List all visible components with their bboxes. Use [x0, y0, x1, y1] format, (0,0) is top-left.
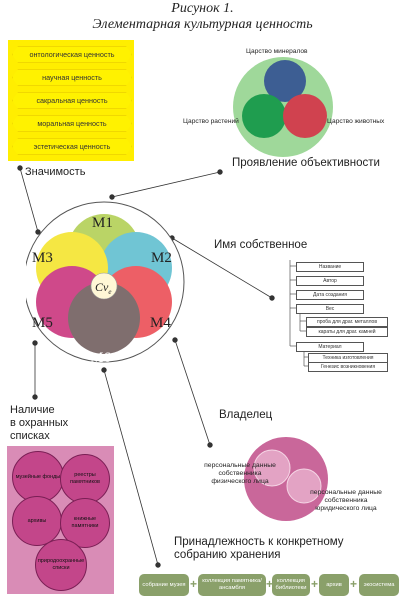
value-aesthetic: эстетическая ценность: [12, 138, 132, 155]
protection-label-line2: в охранных: [10, 417, 69, 429]
plus-icon: +: [311, 577, 319, 591]
value-ontological: онтологическая ценность: [12, 46, 132, 63]
value-moral: моральная ценность: [12, 115, 132, 132]
core-center-label: Cve: [95, 280, 111, 296]
m1-label: M1: [92, 215, 113, 231]
protection-panel: музейные фонды реестры памятников архивы…: [7, 446, 114, 594]
tree-material: Материал: [296, 342, 364, 352]
protection-label-line1: Наличие: [10, 404, 55, 416]
kingdom-animals-label: Царство животных: [327, 118, 385, 125]
figure-title: Элементарная культурная ценность: [92, 17, 313, 32]
significance-label: Значимость: [25, 166, 86, 178]
figure-number: Рисунок 1.: [171, 1, 234, 16]
owner-legal-circle: [286, 468, 322, 504]
collection-monument: коллекция памятника/ансамбля: [198, 574, 266, 596]
m6-label: M6: [90, 350, 111, 366]
collection-ecosystem: экосистема: [359, 574, 399, 596]
owner-individual-circle: [253, 449, 291, 487]
objectivity-label: Проявление объективности: [232, 157, 380, 169]
m5-label: M5: [32, 315, 53, 331]
kingdom-plants-label: Царство растений: [183, 118, 239, 125]
list-monument-registers: реестры памятников: [60, 454, 110, 504]
kingdom-minerals-label: Царство минералов: [246, 48, 308, 55]
plus-icon: +: [266, 577, 274, 591]
owner-label: Владелец: [219, 409, 273, 421]
protection-label: Наличие в охранных списках: [10, 404, 68, 443]
tree-weight: Вес: [296, 304, 364, 314]
tree-name: Название: [296, 262, 364, 272]
m2-label: M2: [151, 250, 172, 266]
tree-genesis: Генезис возникновения: [308, 362, 388, 372]
proper-name-tree-lines: [289, 260, 308, 367]
tree-weight-metal: проба для драг. металлов: [306, 317, 388, 327]
protection-label-line3: списках: [10, 430, 50, 442]
core-center-circle: [90, 272, 118, 300]
core-venn-diagram: M1 M2 M3 M4 M5 M6 Cve: [26, 201, 185, 366]
collection-label-line2: собранию хранения: [174, 549, 281, 561]
value-sacral: сакральная ценность: [12, 92, 132, 109]
plus-icon: +: [190, 577, 198, 591]
plus-icon: +: [350, 577, 358, 591]
owner-individual-label: персональные данные собственника физичес…: [204, 462, 276, 485]
tree-author: Автор: [296, 276, 364, 286]
owner-legal-label: персональные данные собственника юридиче…: [310, 489, 382, 512]
collection-museum: собрание музея: [139, 574, 189, 596]
collection-archive: архив: [319, 574, 349, 596]
kingdoms-diagram: [233, 57, 333, 157]
list-archives: архивы: [12, 496, 62, 546]
kingdom-plants-circle: [242, 94, 286, 138]
list-nature-protection: природоохранные списки: [35, 539, 87, 591]
m6-circle: [68, 282, 140, 354]
tree-weight-stone: караты для драг. камней: [306, 327, 388, 337]
owner-diagram: [244, 437, 328, 521]
collection-library: коллекция библиотеки: [272, 574, 310, 596]
m3-label: M3: [32, 250, 53, 266]
value-scientific: научная ценность: [12, 69, 132, 86]
significance-panel: онтологическая ценность научная ценность…: [8, 40, 134, 161]
kingdom-animals-circle: [283, 94, 327, 138]
proper-name-label: Имя собственное: [214, 239, 308, 251]
collection-label-line1: Принадлежность к конкретному: [174, 536, 344, 548]
tree-creation-date: Дата создания: [296, 290, 364, 300]
collection-label: Принадлежность к конкретному собранию хр…: [174, 536, 344, 562]
m4-label: M4: [150, 315, 171, 331]
kingdom-minerals-circle: [264, 60, 306, 102]
